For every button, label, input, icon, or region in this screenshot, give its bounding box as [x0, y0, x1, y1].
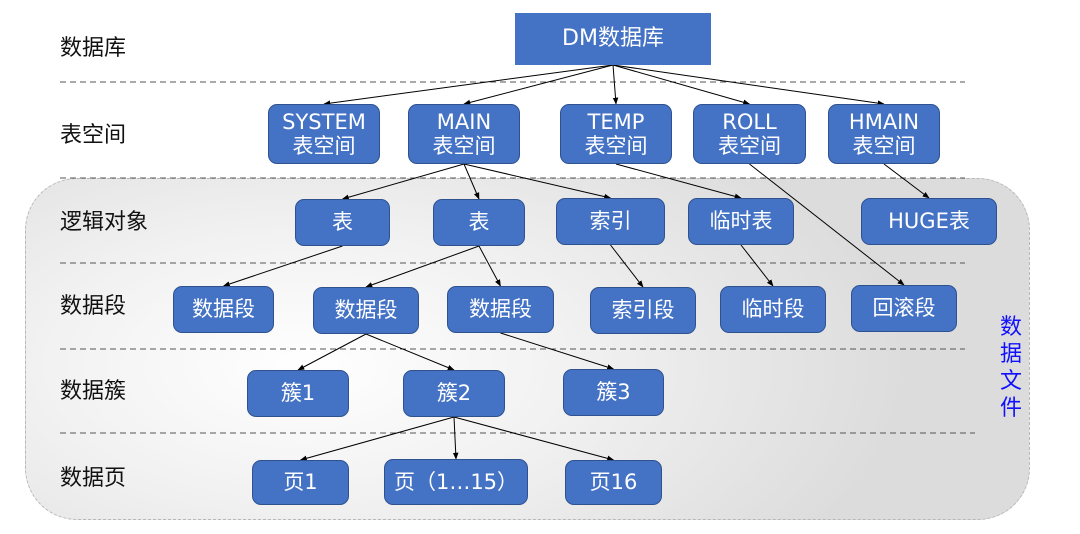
node-label: ROLL [722, 109, 777, 134]
edge-dm-to-ts_hmain [612, 64, 885, 106]
layer-label-extent: 数据簇 [60, 379, 127, 404]
node-label: HMAIN [848, 109, 920, 134]
node-sublabel: 表空间 [584, 134, 648, 158]
node-temp-tablespace: TEMP 表空间 [560, 104, 672, 164]
node-extent-2: 簇2 [403, 370, 505, 417]
node-label: 索引 [589, 209, 632, 234]
node-label: 回滚段 [872, 296, 936, 321]
node-extent-1: 簇1 [247, 370, 349, 417]
node-label: 数据段 [334, 298, 398, 323]
node-label: 表 [332, 210, 353, 235]
node-table-2: 表 [433, 199, 525, 246]
node-sublabel: 表空间 [718, 134, 781, 158]
layer-label-segment: 数据段 [60, 294, 127, 319]
data-file-label-char: 数 [999, 315, 1022, 340]
data-file-label-text: 数据文件 [998, 314, 1024, 422]
node-main-tablespace: MAIN 表空间 [408, 104, 520, 164]
node-label: 簇2 [436, 381, 472, 406]
node-label: 临时表 [709, 209, 773, 234]
edge-dm-to-ts_temp [612, 64, 619, 105]
node-sublabel: 表空间 [432, 134, 496, 158]
node-label: 数据段 [469, 297, 532, 322]
node-table-1: 表 [295, 199, 390, 246]
node-label: 簇1 [280, 381, 316, 406]
node-temp-segment: 临时段 [720, 286, 826, 333]
data-file-label-char: 文 [999, 369, 1022, 394]
node-extent-3: 簇3 [563, 369, 664, 416]
node-page-16: 页16 [565, 460, 662, 505]
data-file-label-char: 件 [999, 396, 1022, 421]
node-label: 表 [468, 210, 490, 235]
data-file-label-char: 据 [999, 342, 1022, 367]
node-label: 页（1…15） [393, 469, 519, 494]
node-label: SYSTEM [282, 109, 366, 134]
node-roll-tablespace: ROLL 表空间 [693, 104, 806, 164]
node-sublabel: 表空间 [292, 134, 356, 158]
node-label: 数据段 [192, 297, 255, 322]
node-label: 临时段 [741, 297, 805, 322]
node-label: 页16 [589, 470, 638, 495]
layer-label-page: 数据页 [60, 466, 127, 491]
node-hmain-tablespace: HMAIN 表空间 [828, 104, 940, 164]
node-data-segment-2: 数据段 [313, 287, 419, 334]
node-index: 索引 [556, 198, 665, 245]
node-index-segment: 索引段 [590, 287, 696, 334]
node-label: 页1 [283, 470, 318, 495]
edge-dm-to-ts_system [323, 64, 614, 106]
edge-dm-to-ts_main [463, 64, 614, 106]
node-label: HUGE表 [888, 209, 970, 234]
node-label: TEMP [587, 109, 645, 134]
node-huge-table: HUGE表 [861, 198, 997, 245]
node-label: MAIN [436, 109, 492, 134]
node-sublabel: 表空间 [852, 134, 916, 158]
node-temp-table: 临时表 [688, 198, 794, 245]
node-rollback-segment: 回滚段 [851, 285, 957, 332]
edge-dm-to-ts_roll [612, 64, 751, 105]
layer-label-tablespace: 表空间 [60, 123, 127, 148]
node-page-1: 页1 [252, 460, 349, 505]
node-data-segment-3: 数据段 [447, 286, 554, 333]
node-label: 索引段 [611, 298, 675, 323]
data-file-label: 数据文件 [998, 314, 1024, 422]
layer-label-logical: 逻辑对象 [60, 210, 149, 235]
node-data-segment-1: 数据段 [173, 286, 274, 333]
node-page-range: 页（1…15） [384, 459, 528, 505]
node-dm-database: DM数据库 [515, 13, 711, 65]
layer-label-database: 数据库 [60, 36, 127, 61]
node-system-tablespace: SYSTEM 表空间 [268, 104, 380, 164]
node-label: DM数据库 [562, 26, 664, 52]
node-label: 簇3 [596, 380, 631, 405]
